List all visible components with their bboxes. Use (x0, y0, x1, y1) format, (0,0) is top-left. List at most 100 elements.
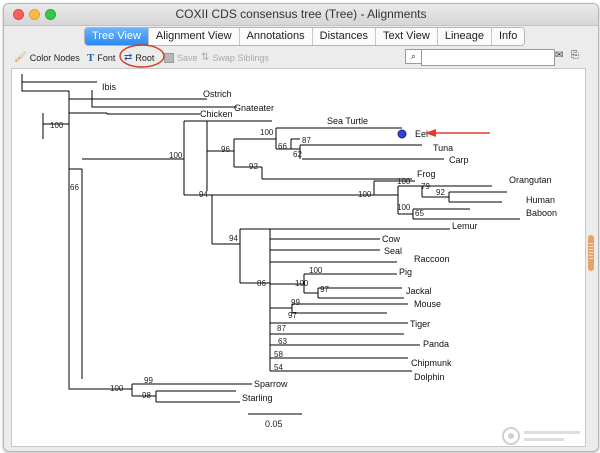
support-value: 100 (397, 177, 411, 186)
support-value: 100 (169, 151, 183, 160)
swap-siblings-button[interactable]: ⇅ Swap Siblings (201, 50, 269, 65)
leaf-starling[interactable]: Starling (242, 393, 273, 403)
tab-annotations[interactable]: Annotations (239, 28, 313, 45)
branch (68, 91, 82, 390)
tab-info[interactable]: Info (491, 28, 525, 45)
support-value: 87 (277, 324, 286, 333)
support-value: 100 (358, 190, 372, 199)
support-value: 86 (257, 279, 266, 288)
leaf-sparrow[interactable]: Sparrow (254, 379, 288, 389)
color-nodes-label: Color Nodes (29, 52, 80, 63)
support-value: 92 (249, 162, 258, 171)
annotation-circle (119, 44, 165, 68)
branch (21, 74, 69, 92)
support-value: 100 (50, 121, 64, 130)
branch (68, 91, 82, 170)
leaf-chicken[interactable]: Chicken (200, 109, 233, 119)
tab-tree-view[interactable]: Tree View (85, 28, 149, 45)
scrollbar-thumb[interactable] (588, 235, 594, 271)
branch (106, 113, 200, 115)
leaf-seal[interactable]: Seal (384, 246, 402, 256)
leaf-labels: Ibis Ostrich Gnateater Chicken Sea Turtl… (102, 82, 557, 403)
zoom-window-button[interactable] (45, 9, 56, 20)
swap-siblings-label: Swap Siblings (212, 52, 269, 63)
root-label: Root (135, 52, 155, 63)
support-value: 63 (278, 337, 287, 346)
support-value: 87 (302, 136, 311, 145)
watermark-logo (500, 425, 584, 447)
support-value: 58 (274, 350, 283, 359)
support-value: 100 (397, 203, 411, 212)
leaf-human[interactable]: Human (526, 195, 555, 205)
search-icon[interactable]: ⌕ (405, 49, 422, 64)
support-value: 97 (320, 285, 329, 294)
leaf-panda[interactable]: Panda (423, 339, 449, 349)
font-icon: T (87, 51, 95, 64)
save-label: Save (177, 52, 198, 63)
leaf-sea-turtle[interactable]: Sea Turtle (327, 116, 368, 126)
leaf-tiger[interactable]: Tiger (410, 319, 430, 329)
leaf-pig[interactable]: Pig (399, 267, 412, 277)
swap-icon: ⇅ (201, 51, 210, 63)
support-value: 100 (309, 266, 323, 275)
leaf-carp[interactable]: Carp (449, 155, 469, 165)
leaf-baboon[interactable]: Baboon (526, 208, 557, 218)
font-label: Font (97, 52, 116, 63)
support-value: 65 (415, 209, 424, 218)
tab-alignment-view[interactable]: Alignment View (148, 28, 240, 45)
support-value: 66 (70, 183, 79, 192)
support-values: 100 66 100 96 94 94 100 87 66 62 92 100 … (50, 121, 445, 400)
window-title: COXII CDS consensus tree (Tree) - Alignm… (175, 7, 427, 21)
close-window-button[interactable] (13, 9, 24, 20)
leaf-lemur[interactable]: Lemur (452, 221, 478, 231)
leaf-dolphin[interactable]: Dolphin (414, 372, 445, 382)
tree-branches (21, 74, 520, 415)
phylogenetic-tree[interactable]: Ibis Ostrich Gnateater Chicken Sea Turtl… (12, 69, 585, 446)
tab-lineage[interactable]: Lineage (437, 28, 492, 45)
leaf-chipmunk[interactable]: Chipmunk (411, 358, 452, 368)
search-input[interactable] (421, 49, 555, 66)
support-value: 97 (288, 311, 297, 320)
color-nodes-button[interactable]: 🖌 Color Nodes (14, 50, 80, 65)
reroot-icon: ⇄ (124, 51, 133, 63)
view-tab-bar: Tree View Alignment View Annotations Dis… (84, 27, 526, 46)
support-value: 100 (260, 128, 274, 137)
leaf-raccoon[interactable]: Raccoon (414, 254, 450, 264)
font-button[interactable]: T Font (87, 50, 115, 65)
leaf-cow[interactable]: Cow (382, 234, 401, 244)
support-value: 99 (144, 376, 153, 385)
leaf-jackal[interactable]: Jackal (406, 286, 432, 296)
branch (43, 91, 70, 125)
selected-node-marker[interactable] (397, 129, 407, 139)
leaf-mouse[interactable]: Mouse (414, 299, 441, 309)
scale-bar-label: 0.05 (265, 419, 283, 429)
tab-text-view[interactable]: Text View (375, 28, 438, 45)
support-value: 62 (293, 150, 302, 159)
support-value: 54 (274, 363, 283, 372)
save-button[interactable]: Save (164, 50, 198, 65)
paint-brush-icon: 🖌 (14, 51, 27, 63)
support-value: 96 (221, 145, 230, 154)
leaf-orangutan[interactable]: Orangutan (509, 175, 552, 185)
tab-distances[interactable]: Distances (312, 28, 376, 45)
tree-view-panel[interactable]: Ibis Ostrich Gnateater Chicken Sea Turtl… (11, 68, 586, 447)
leaf-ostrich[interactable]: Ostrich (203, 89, 232, 99)
root-button[interactable]: ⇄ Root (124, 50, 154, 65)
export-icon[interactable]: ⎘ (571, 50, 579, 61)
leaf-ibis[interactable]: Ibis (102, 82, 117, 92)
branch (21, 74, 97, 83)
support-value: 99 (291, 298, 300, 307)
leaf-frog[interactable]: Frog (417, 169, 436, 179)
leaf-eel[interactable]: Eel (415, 129, 428, 139)
leaf-gnateater[interactable]: Gnateater (234, 103, 274, 113)
envelope-icon[interactable]: ✉ (555, 50, 564, 61)
vertical-scrollbar[interactable] (587, 68, 596, 445)
app-window: COXII CDS consensus tree (Tree) - Alignm… (3, 3, 599, 452)
leaf-tuna[interactable]: Tuna (433, 143, 453, 153)
support-value: 92 (436, 188, 445, 197)
branch (91, 90, 237, 108)
minimize-window-button[interactable] (29, 9, 40, 20)
support-value: 79 (421, 182, 430, 191)
support-value: 98 (142, 391, 151, 400)
support-value: 100 (295, 279, 309, 288)
